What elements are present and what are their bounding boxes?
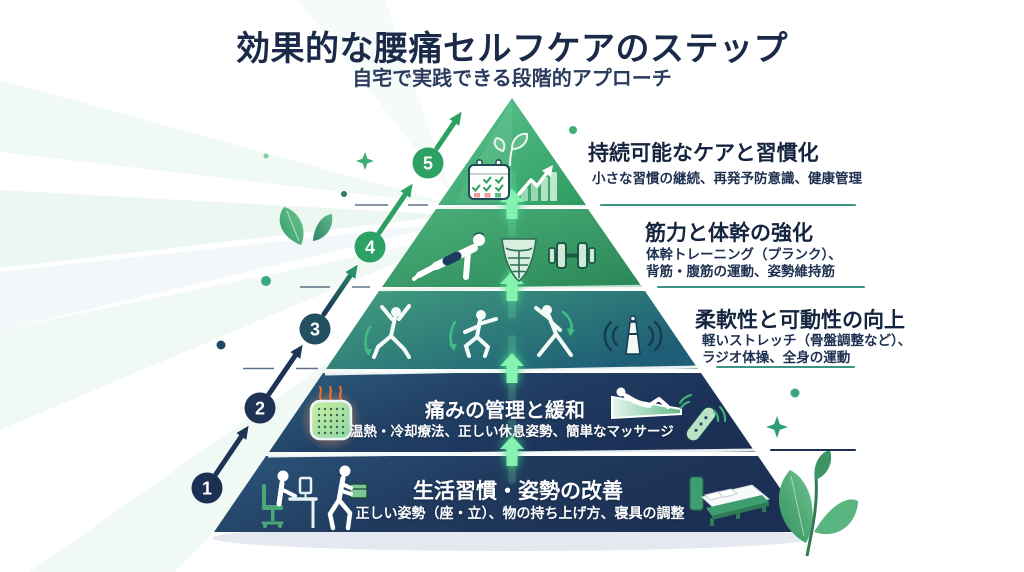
- page-title: 効果的な腰痛セルフケアのステップ: [236, 30, 788, 68]
- step-number-5: 5: [423, 154, 433, 174]
- step-number-3: 3: [310, 320, 320, 340]
- dumbbell-icon: [548, 242, 596, 269]
- up-arrow-icon: [500, 353, 524, 383]
- level3-separator-line: [716, 366, 855, 368]
- box-lifting-icon: [327, 465, 368, 531]
- side-stretch-icon: [534, 305, 573, 357]
- massager-icon: [678, 393, 727, 443]
- overhead-stretch-icon: [372, 304, 411, 359]
- step-circle-3: [299, 313, 331, 345]
- level4-separator-line: [657, 286, 865, 288]
- level2-separator-line: [770, 449, 856, 451]
- level3-description-line1: 軽いストレッチ（骨盤調整など）、: [702, 333, 912, 348]
- tier2-shape: [269, 373, 755, 452]
- resting-person-icon: [611, 387, 682, 420]
- step-arrow-3-4: [321, 264, 358, 317]
- radio-exercise-icon: [603, 315, 663, 355]
- core-abs-icon: [501, 238, 537, 283]
- step-number-4: 4: [365, 238, 375, 258]
- level3-heading: 柔軟性と可動性の向上: [695, 309, 905, 332]
- level5-separator-line: [600, 204, 856, 206]
- level4-heading: 筋力と体幹の強化: [645, 222, 813, 245]
- level2-heading: 痛みの管理と緩和: [425, 400, 585, 422]
- tier3-shape: [326, 291, 698, 369]
- page-subtitle: 自宅で実践できる段階的アプローチ: [352, 68, 672, 90]
- heating-pad-icon: [300, 385, 362, 451]
- plank-icon: [412, 232, 485, 281]
- step-path: 1 2 3 4 5: [191, 111, 462, 504]
- sprout-icon: [493, 132, 529, 166]
- step-circle-2: [244, 392, 276, 424]
- step-number-1: 1: [202, 479, 212, 499]
- up-arrow-icon: [500, 436, 524, 466]
- level5-description: 小さな習慣の継続、再発予防意識、健康管理: [592, 171, 862, 186]
- squat-stretch-icon: [463, 310, 498, 358]
- level1-heading: 生活習慣・姿勢の改善: [413, 480, 623, 503]
- step-arrow-2-3: [266, 344, 303, 397]
- level-guide-lines: [243, 204, 428, 370]
- step-number-2: 2: [255, 399, 265, 419]
- bed-icon: [689, 476, 771, 526]
- habit-calendar-icon: [468, 159, 510, 200]
- level3-description-line2: ラジオ体操、全身の運動: [702, 350, 851, 365]
- plant-decoration-right: [778, 450, 858, 557]
- step-arrow-top: [434, 111, 462, 151]
- growth-chart-icon: [517, 165, 557, 201]
- step-circle-1: [191, 472, 223, 504]
- level4-description-line2: 背筋・腹筋の運動、姿勢維持筋: [646, 264, 835, 279]
- level5-heading: 持続可能なケアと習慣化: [588, 142, 819, 165]
- step-circle-4: [354, 231, 386, 263]
- step-arrow-1-2: [213, 425, 249, 477]
- step-arrow-4-5: [376, 183, 413, 236]
- tier1-shape: [214, 456, 810, 532]
- step-circle-5: [412, 147, 444, 179]
- desk-posture-icon: [261, 470, 318, 528]
- dot-decorations: [216, 126, 800, 398]
- leaf-decoration-left: [279, 207, 333, 245]
- level1-description: 正しい姿勢（座・立）、物の持ち上げ方、寝具の調整: [355, 505, 685, 521]
- sparkle-icon: [356, 152, 788, 438]
- level2-description: 温熱・冷却療法、正しい休息姿勢、簡単なマッサージ: [350, 424, 674, 439]
- level4-description-line1: 体幹トレーニング（プランク）、: [646, 247, 842, 262]
